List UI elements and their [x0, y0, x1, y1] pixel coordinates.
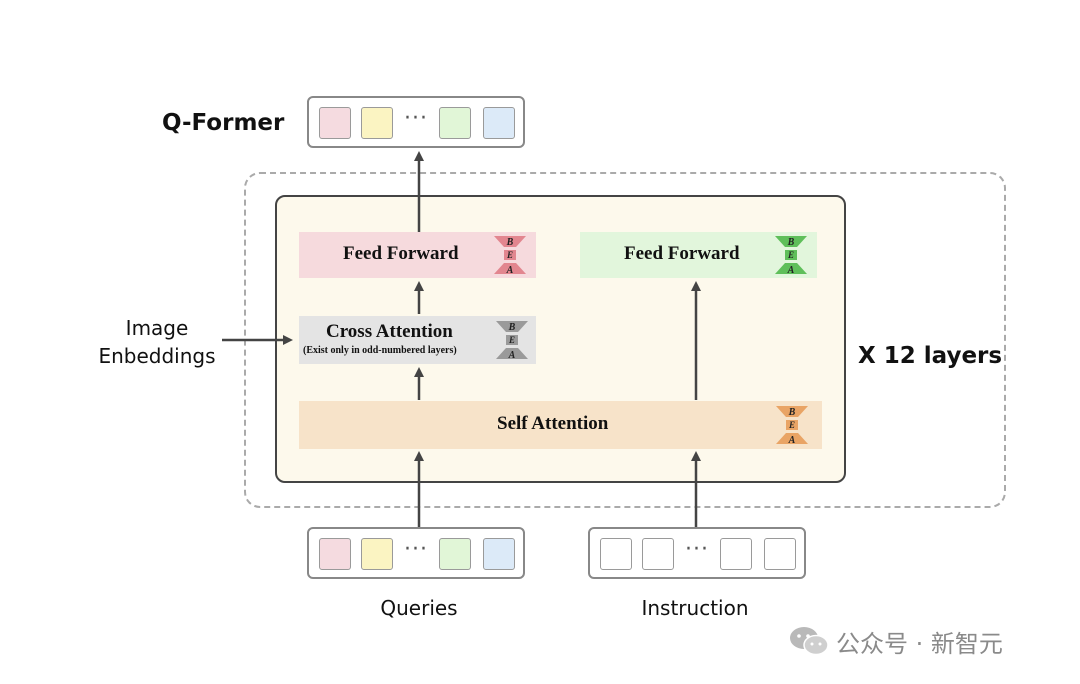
query-token-green	[439, 538, 471, 570]
queries-label: Queries	[380, 596, 458, 620]
bea-letter-a: A	[787, 265, 795, 275]
bea-adapter-icon: B E A	[496, 321, 528, 360]
instruction-token-ellipsis: ···	[685, 537, 709, 562]
image-embeddings-line1: Image	[125, 316, 189, 340]
instruction-token	[642, 538, 674, 570]
output-token-box: ···	[307, 96, 525, 148]
output-token-ellipsis: ···	[404, 106, 428, 131]
bea-letter-e: E	[787, 250, 794, 260]
bea-adapter-icon: B E A	[775, 236, 807, 275]
output-token-blue	[483, 107, 515, 139]
layer-count-label: X 12 layers	[858, 343, 1003, 369]
query-token-yellow	[361, 538, 393, 570]
qformer-title: Q-Former	[162, 110, 285, 136]
cross-attention-block: Cross Attention (Exist only in odd-numbe…	[299, 316, 536, 364]
cross-attention-note: (Exist only in odd-numbered layers)	[303, 345, 457, 356]
output-token-green	[439, 107, 471, 139]
query-token-box: ···	[307, 527, 525, 579]
bea-letter-e: E	[788, 420, 795, 430]
output-token-pink	[319, 107, 351, 139]
query-token-pink	[319, 538, 351, 570]
feed-forward-instruction-block: Feed Forward B E A	[580, 232, 817, 278]
feed-forward-query-block: Feed Forward B E A	[299, 232, 536, 278]
instruction-token-box: ···	[588, 527, 806, 579]
instruction-token	[764, 538, 796, 570]
output-token-yellow	[361, 107, 393, 139]
image-embeddings-line2: Enbeddings	[98, 344, 216, 368]
bea-letter-b: B	[508, 322, 516, 333]
bea-letter-e: E	[508, 335, 515, 345]
bea-adapter-icon: B E A	[776, 406, 808, 445]
bea-letter-a: A	[788, 435, 796, 445]
bea-letter-b: B	[788, 407, 796, 418]
instruction-label: Instruction	[641, 596, 749, 620]
cross-attention-label: Cross Attention	[326, 321, 453, 342]
bea-letter-b: B	[787, 237, 795, 248]
watermark-text: 公众号 · 新智元	[836, 630, 1003, 658]
feed-forward-query-label: Feed Forward	[343, 243, 459, 264]
wechat-icon	[790, 627, 829, 656]
bea-letter-a: A	[508, 350, 516, 360]
image-embeddings-label: Image Enbeddings	[92, 314, 222, 370]
bea-letter-e: E	[506, 250, 513, 260]
bea-adapter-icon: B E A	[494, 236, 526, 275]
instruction-token	[600, 538, 632, 570]
query-token-blue	[483, 538, 515, 570]
self-attention-block: Self Attention B E A	[299, 401, 822, 449]
self-attention-label: Self Attention	[497, 413, 609, 434]
query-token-ellipsis: ···	[404, 537, 428, 562]
bea-letter-a: A	[506, 265, 514, 275]
bea-letter-b: B	[506, 237, 514, 248]
instruction-token	[720, 538, 752, 570]
feed-forward-instruction-label: Feed Forward	[624, 243, 740, 264]
